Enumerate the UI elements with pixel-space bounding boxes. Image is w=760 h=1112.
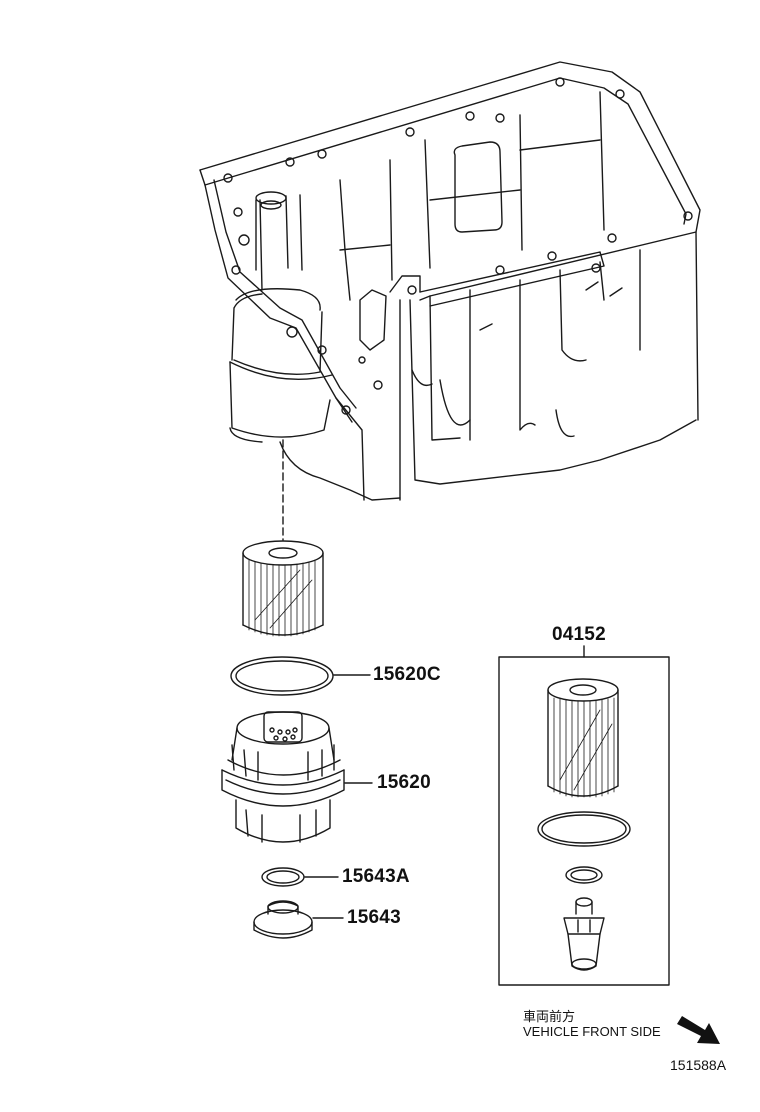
part-number-15643: 15643 [347, 907, 401, 928]
drain-plug-gasket-illustration [261, 867, 305, 887]
part-number-15620: 15620 [377, 772, 431, 793]
vehicle-front-direction-arrow [677, 1016, 720, 1044]
direction-label-japanese: 車両前方 [523, 1009, 576, 1024]
drain-plug-illustration [253, 900, 313, 939]
oil-filter-element [242, 540, 324, 637]
direction-label-english: VEHICLE FRONT SIDE [523, 1024, 661, 1039]
oring-15620c-illustration [230, 656, 334, 696]
kit-small-gasket [565, 866, 603, 884]
kit-drain-pipe [563, 897, 605, 971]
part-number-15620c: 15620C [373, 664, 441, 685]
oil-filter-cap-illustration [221, 711, 345, 843]
part-number-04152: 04152 [552, 624, 606, 645]
figure-id: 151588A [670, 1057, 727, 1073]
kit-oring [537, 811, 631, 847]
engine-block-illustration [199, 61, 701, 501]
part-number-15643a: 15643A [342, 866, 410, 887]
kit-filter-element [547, 678, 619, 798]
